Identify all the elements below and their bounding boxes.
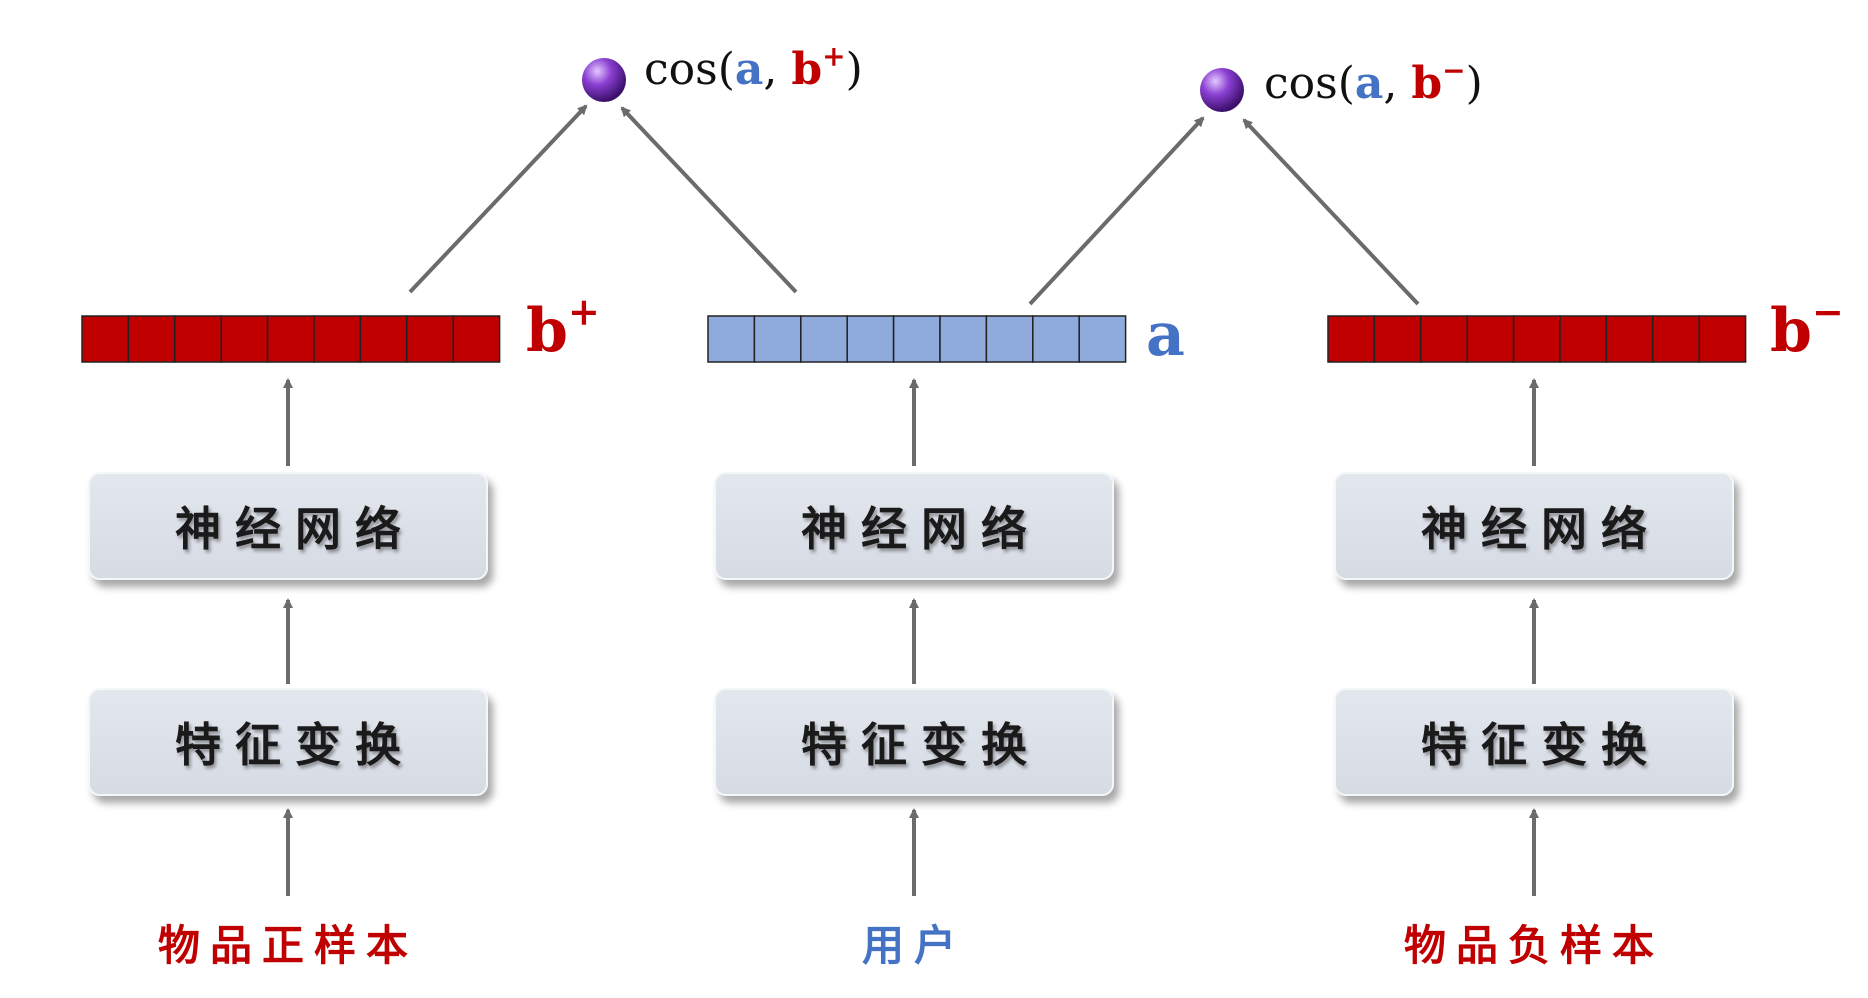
vector-cell <box>1327 315 1376 363</box>
vector-cell <box>846 315 895 363</box>
vector-label-b-minus: b− <box>1770 293 1844 367</box>
arrow-a-to-cos-negative <box>1028 116 1205 306</box>
vector-cell <box>939 315 988 363</box>
vector-cell <box>266 315 315 363</box>
vector-cell <box>1652 315 1700 363</box>
vector-cell <box>1605 315 1654 363</box>
vector-cell <box>753 315 802 363</box>
vector-cell <box>985 315 1034 363</box>
vector-cell <box>1512 315 1561 363</box>
vector-label-b-plus: b+ <box>526 293 600 367</box>
embedding-vector-negative <box>1327 315 1747 363</box>
vector-cell <box>452 315 501 363</box>
similarity-label-positive: cos(a, b+) <box>644 40 863 96</box>
input-label-negative-item: 物品负样本 <box>1403 921 1664 970</box>
transform-box-user: 特征变换 <box>714 688 1114 796</box>
vector-label-b-minus-name: b <box>1770 296 1812 366</box>
vector-label-a-name: a <box>1146 300 1185 370</box>
transform-box-negative: 特征变换 <box>1334 688 1734 796</box>
vector-cell <box>220 315 269 363</box>
network-box-positive: 神经网络 <box>88 472 488 580</box>
vector-label-a: a <box>1146 300 1185 370</box>
arrows-layer <box>283 104 1539 896</box>
cos-fn: cos <box>644 44 718 95</box>
similarity-label-negative: cos(a, b−) <box>1264 54 1483 110</box>
vector-cell <box>1559 315 1608 363</box>
vector-cell <box>313 315 362 363</box>
vector-cell <box>81 315 130 363</box>
embedding-vector-user <box>707 315 1127 363</box>
vector-cell <box>1032 315 1080 363</box>
arrow-a-to-cos-positive <box>620 106 798 294</box>
vector-cell <box>1078 315 1127 363</box>
vector-cell <box>174 315 222 363</box>
vector-cell <box>707 315 756 363</box>
arrow-bplus-to-cos-positive <box>408 104 588 294</box>
vector-cell <box>406 315 454 363</box>
vector-label-b-minus-sup: − <box>1811 289 1844 334</box>
network-box-user: 神经网络 <box>714 472 1114 580</box>
vector-cell <box>892 315 941 363</box>
cos-arg-b: b <box>1411 58 1443 109</box>
input-label-positive-item: 物品正样本 <box>157 921 418 970</box>
cos-fn: cos <box>1264 58 1338 109</box>
vector-cell <box>127 315 176 363</box>
cos-arg-b-sup: − <box>1442 54 1466 87</box>
vector-cell <box>800 315 848 363</box>
cos-arg-b: b <box>791 44 823 95</box>
vector-cell <box>1466 315 1515 363</box>
nodes-layer <box>582 58 1244 112</box>
vector-cell <box>1698 315 1747 363</box>
vectors-layer <box>81 315 1747 363</box>
cos-arg-b-sup: + <box>822 40 846 73</box>
transform-box-positive: 特征变换 <box>88 688 488 796</box>
vector-cell <box>359 315 408 363</box>
embedding-vector-positive <box>81 315 501 363</box>
cos-arg-a: a <box>734 44 764 95</box>
vector-cell <box>1373 315 1422 363</box>
similarity-node-positive <box>582 58 626 102</box>
similarity-node-negative <box>1200 68 1244 112</box>
network-box-negative: 神经网络 <box>1334 472 1734 580</box>
vector-label-b-plus-name: b <box>526 296 568 366</box>
input-label-user: 用户 <box>861 921 966 970</box>
cos-arg-a: a <box>1354 58 1384 109</box>
vector-label-b-plus-sup: + <box>567 289 600 334</box>
vector-cell <box>1420 315 1468 363</box>
arrow-bminus-to-cos-negative <box>1242 118 1420 306</box>
